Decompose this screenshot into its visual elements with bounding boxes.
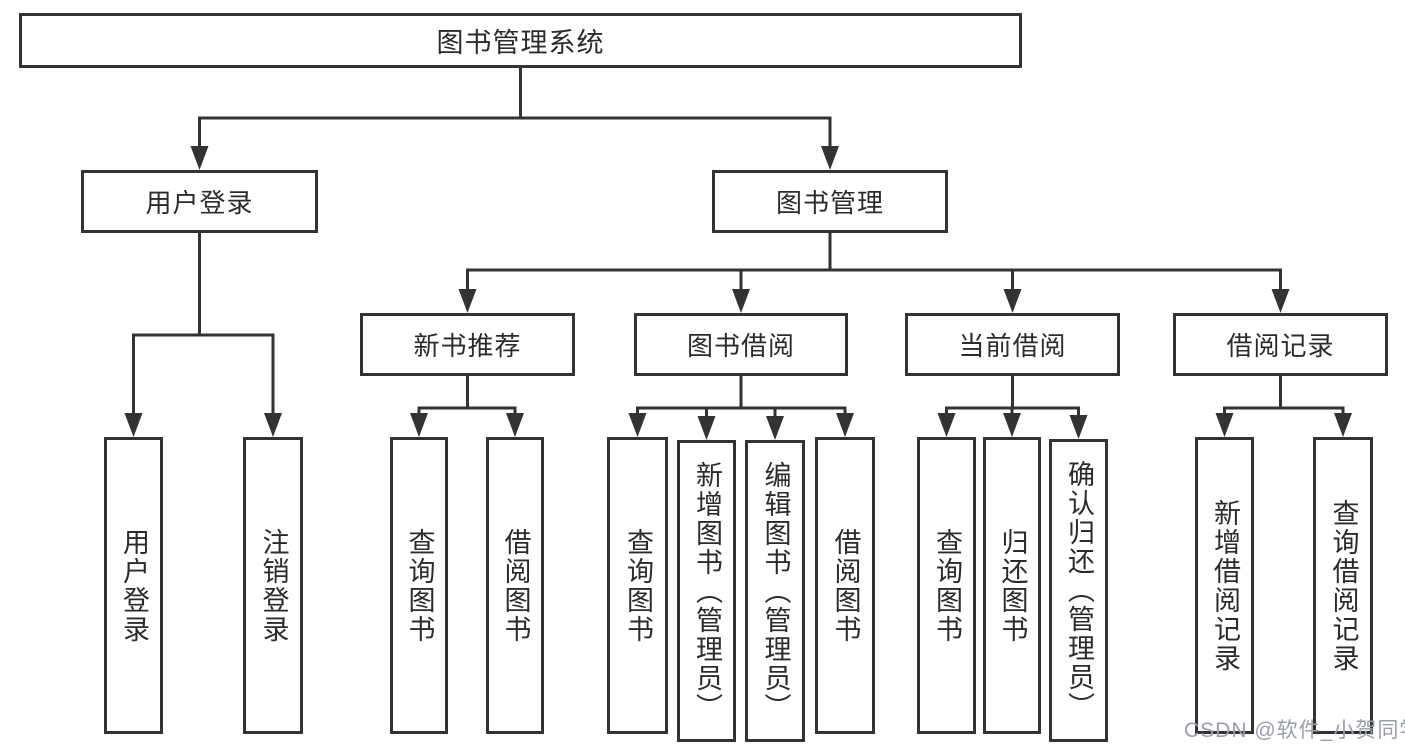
node-root-label: 图书管理系统 (436, 28, 605, 58)
leaf-borrow-add-books-admin-label: 新增图书（管理员） (692, 460, 722, 722)
node-new-book-recommend-label: 新书推荐 (413, 331, 522, 361)
leaf-borrow-add-books-admin: 新增图书（管理员） (677, 440, 736, 742)
node-book-management: 图书管理 (712, 170, 948, 233)
leaf-borrow-edit-books-admin-label: 编辑图书（管理员） (760, 460, 791, 722)
leaf-recommend-query-books-label: 查询图书 (404, 527, 435, 644)
node-book-borrow-label: 图书借阅 (686, 331, 795, 361)
node-user-login: 用户登录 (81, 170, 318, 233)
leaf-borrow-query-books-label: 查询图书 (623, 527, 653, 644)
leaf-user-login-label: 用户登录 (119, 527, 149, 644)
leaf-current-confirm-return-admin-label: 确认归还（管理员） (1064, 460, 1094, 721)
leaf-user-login: 用户登录 (104, 437, 163, 734)
leaf-records-add-record-label: 新增借阅记录 (1210, 498, 1240, 673)
leaf-logout: 注销登录 (243, 437, 303, 734)
leaf-recommend-query-books: 查询图书 (390, 437, 448, 734)
leaf-current-query-books: 查询图书 (917, 437, 976, 734)
leaf-records-query-record: 查询借阅记录 (1313, 437, 1373, 734)
csdn-watermark: CSDN @软件_小贺同学 (1184, 719, 1405, 742)
node-user-login-label: 用户登录 (145, 188, 254, 218)
leaf-borrow-query-books: 查询图书 (607, 437, 668, 734)
arrowhead-group (124, 146, 1352, 440)
node-current-borrow: 当前借阅 (905, 313, 1120, 376)
leaf-recommend-borrow-books-label: 借阅图书 (500, 527, 531, 644)
leaf-borrow-borrow-books: 借阅图书 (815, 437, 875, 734)
leaf-current-query-books-label: 查询图书 (932, 527, 962, 644)
leaf-logout-label: 注销登录 (258, 527, 289, 644)
node-new-book-recommend: 新书推荐 (360, 313, 575, 376)
leaf-records-query-record-label: 查询借阅记录 (1328, 498, 1359, 673)
leaf-borrow-edit-books-admin: 编辑图书（管理员） (745, 440, 805, 742)
leaf-borrow-borrow-books-label: 借阅图书 (830, 527, 861, 644)
node-borrow-records-label: 借阅记录 (1226, 331, 1335, 361)
node-book-management-label: 图书管理 (775, 188, 884, 218)
node-root-system: 图书管理系统 (19, 13, 1022, 68)
node-book-borrow: 图书借阅 (634, 313, 848, 376)
leaf-records-add-record: 新增借阅记录 (1195, 437, 1254, 734)
node-borrow-records: 借阅记录 (1173, 313, 1388, 376)
leaf-current-confirm-return-admin: 确认归还（管理员） (1049, 439, 1108, 742)
leaf-current-return-books-label: 归还图书 (997, 527, 1028, 644)
node-current-borrow-label: 当前借阅 (958, 331, 1067, 361)
leaf-recommend-borrow-books: 借阅图书 (486, 437, 544, 734)
leaf-current-return-books: 归还图书 (983, 437, 1041, 734)
